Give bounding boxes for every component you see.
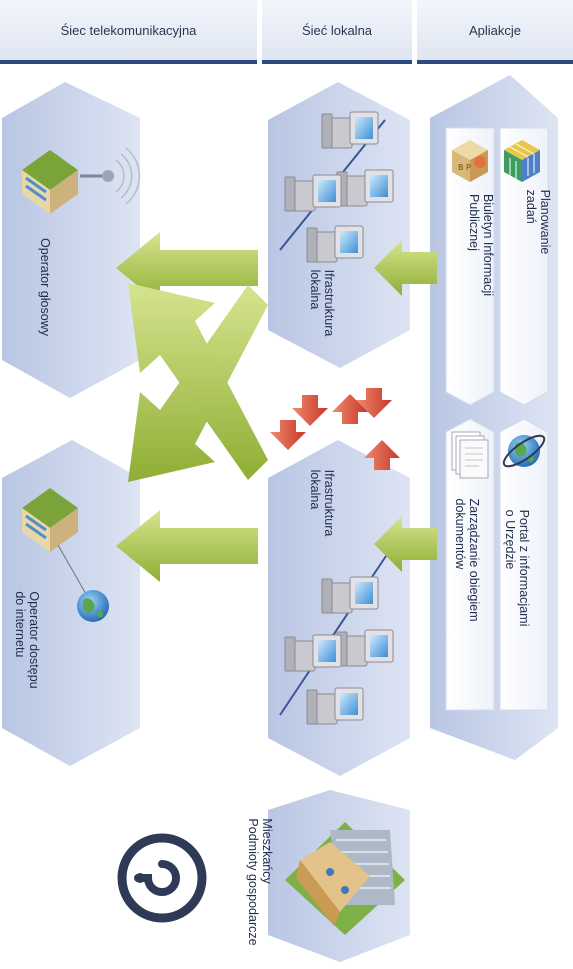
local-infra-bottom: [268, 440, 410, 776]
arrow-apps-to-local-top: [374, 240, 437, 296]
internet-operator-label: Operator dostępu do internetu: [13, 591, 41, 689]
red-arrows-exchange: [270, 388, 400, 470]
local-infra-top: [268, 82, 410, 368]
card-portal: [499, 418, 549, 711]
voice-operator-building-icon: [22, 147, 141, 214]
question-mark-icon: [117, 833, 207, 923]
header-local-label: Śieć lokalna: [301, 22, 373, 38]
header-local-network: Śieć lokalna: [262, 0, 412, 64]
city-buildings-icon: [285, 822, 405, 935]
users-label: Mieszkańcy Podmioty gospodarcze: [246, 818, 274, 946]
local-infra-top-label: Ifrastruktura lokalna: [308, 269, 336, 337]
app-planning-label: Planowanie zadań: [524, 189, 552, 255]
app-portal-label: Portal z informacjami o Urzędzie: [503, 509, 531, 627]
portal-globe-icon: [502, 434, 546, 468]
card-bulletin: [445, 127, 495, 406]
header-applications: Apliakcje: [417, 0, 573, 64]
arrow-apps-to-local-bottom: [374, 516, 437, 572]
internet-operator-building-icon: [22, 488, 87, 595]
arrow-cross-to-voice: [128, 283, 268, 480]
voice-operator-label: Operator głosowy: [38, 238, 52, 336]
arrow-local-to-voice: [116, 232, 258, 304]
header-telecom-label: Śiec telekomunikacyjna: [60, 22, 197, 38]
local-infra-bottom-label: Ifrastruktura lokalna: [308, 469, 336, 537]
card-docs: [445, 418, 495, 711]
header-apps-label: Apliakcje: [468, 22, 522, 38]
header-telecom-network: Śiec telekomunikacyjna: [0, 0, 257, 64]
internet-operator-panel: [2, 440, 140, 766]
applications-panel: B P: [430, 75, 558, 760]
bip-cube-icon: B P: [452, 140, 488, 182]
bip-letters: B P: [458, 163, 471, 172]
app-bulletin-label: Biuletyn Informacji Publicznej: [467, 193, 495, 297]
voice-operator-panel: [2, 82, 141, 398]
card-planning: [499, 127, 549, 406]
users-panel: [268, 790, 410, 962]
documents-stack-icon: [451, 431, 489, 479]
internet-globe-icon: [77, 590, 109, 622]
arrow-local-to-internet: [116, 510, 258, 582]
task-cube-icon: [504, 140, 540, 182]
app-docs-label: Zarządzanie obiegiem dokumentów: [453, 498, 481, 622]
